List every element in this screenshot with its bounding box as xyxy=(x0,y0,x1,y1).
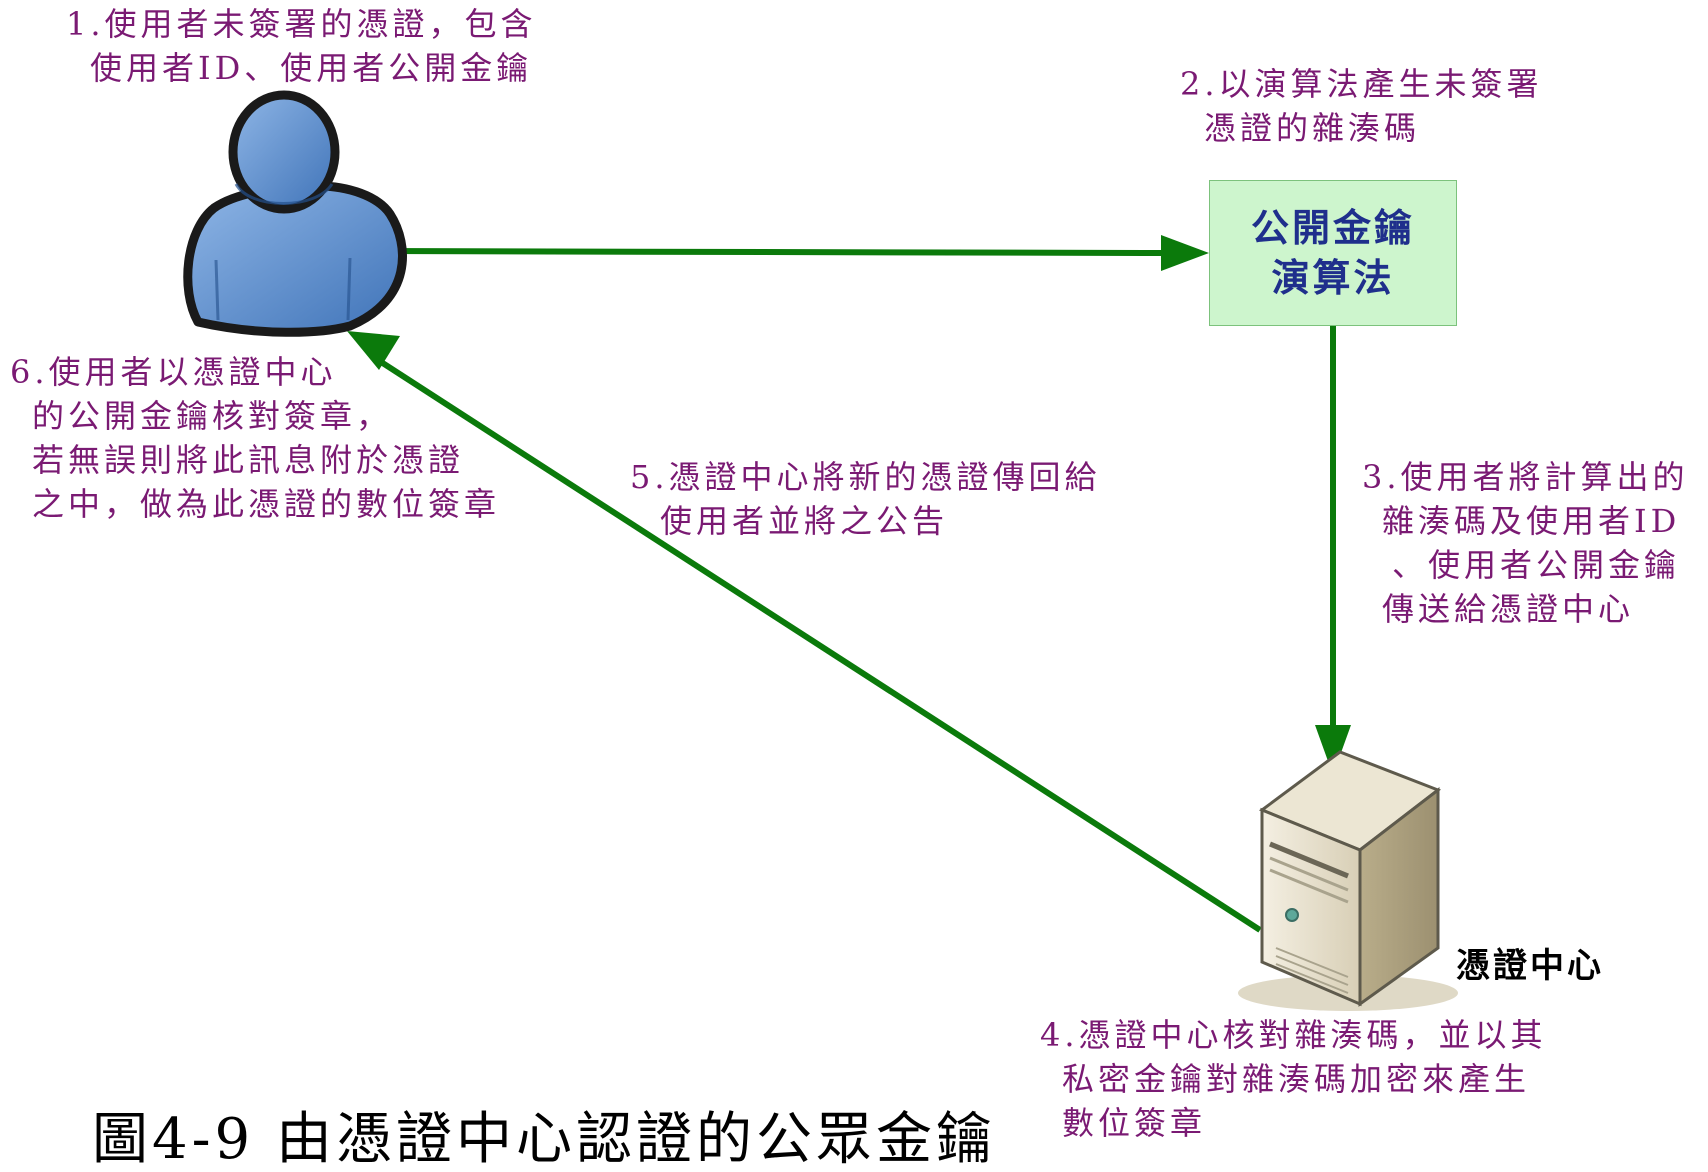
arrow-server-to-user xyxy=(347,331,1262,933)
arrow-algorithm-to-server xyxy=(1315,326,1351,775)
server-icon xyxy=(1238,750,1458,1011)
step3-line: 雜湊碼及使用者ID xyxy=(1382,502,1681,540)
step1-note: 1.使用者未簽署的憑證，包含 使用者ID、使用者公開金鑰 xyxy=(66,2,537,90)
step3-line: 、使用者公開金鑰 xyxy=(1392,546,1681,584)
step4-note: 4.憑證中心核對雜湊碼，並以其 私密金鑰對雜湊碼加密來產生 數位簽章 xyxy=(1040,1013,1547,1145)
step6-line: 若無誤則將此訊息附於憑證 xyxy=(32,441,465,479)
step5-line: 使用者並將之公告 xyxy=(660,502,949,540)
step2-line: 憑證的雜湊碼 xyxy=(1204,109,1421,147)
arrow-user-to-algorithm xyxy=(355,235,1209,271)
step6-line: 的公開金鑰核對簽章， xyxy=(32,397,393,435)
step4-line: 4.憑證中心核對雜湊碼，並以其 xyxy=(1040,1016,1547,1054)
step6-line: 之中，做為此憑證的數位簽章 xyxy=(32,485,501,523)
step1-line: 1.使用者未簽署的憑證，包含 xyxy=(66,5,537,43)
step3-note: 3.使用者將計算出的 雜湊碼及使用者ID 、使用者公開金鑰 傳送給憑證中心 xyxy=(1362,455,1689,631)
server-label: 憑證中心 xyxy=(1456,946,1604,986)
step4-line: 私密金鑰對雜湊碼加密來產生 xyxy=(1062,1060,1531,1098)
step5-line: 5.憑證中心將新的憑證傳回給 xyxy=(630,458,1101,496)
step2-line: 2.以演算法產生未簽署 xyxy=(1180,65,1543,103)
user-icon xyxy=(183,90,407,337)
figure-caption: 圖4-9 由憑證中心認證的公眾金鑰 xyxy=(92,1107,996,1172)
step6-note: 6.使用者以憑證中心 的公開金鑰核對簽章， 若無誤則將此訊息附於憑證 之中，做為… xyxy=(10,350,500,526)
algorithm-box-line2: 演算法 xyxy=(1271,255,1395,300)
step5-note: 5.憑證中心將新的憑證傳回給 使用者並將之公告 xyxy=(630,455,1101,543)
step4-line: 數位簽章 xyxy=(1062,1104,1207,1142)
step1-line: 使用者ID、使用者公開金鑰 xyxy=(90,49,533,87)
step2-note: 2.以演算法產生未簽署 憑證的雜湊碼 xyxy=(1180,62,1543,150)
algorithm-box: 公開金鑰 演算法 xyxy=(1209,180,1457,326)
step6-line: 6.使用者以憑證中心 xyxy=(10,353,337,391)
step3-line: 傳送給憑證中心 xyxy=(1382,590,1635,628)
algorithm-box-line1: 公開金鑰 xyxy=(1250,205,1415,250)
step3-line: 3.使用者將計算出的 xyxy=(1362,458,1689,496)
